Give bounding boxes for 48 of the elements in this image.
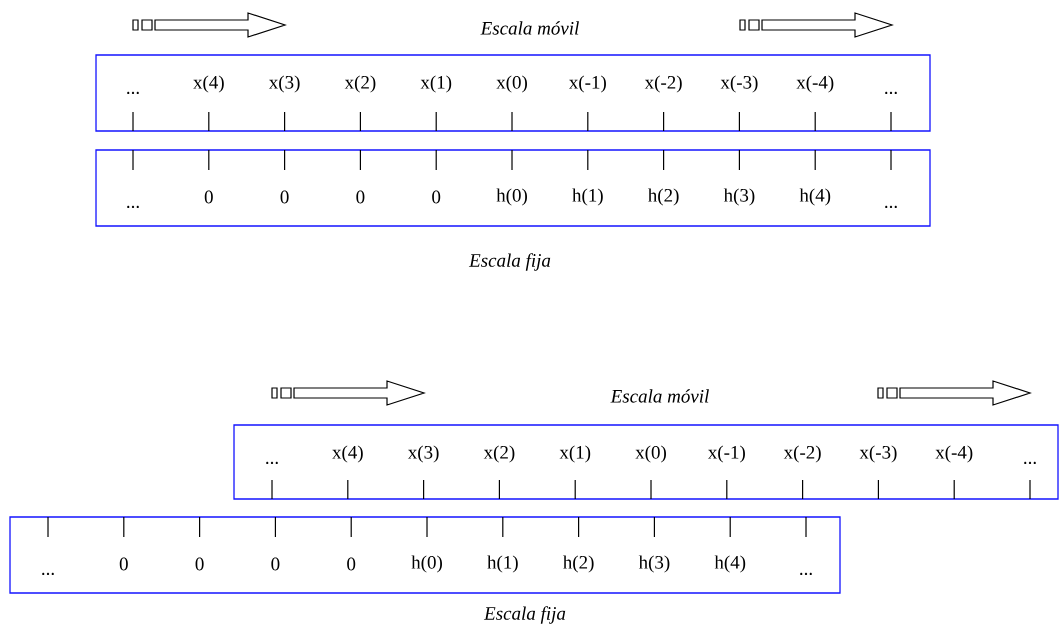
scale-value: 0 — [347, 557, 356, 571]
ellipsis: ... — [127, 91, 139, 95]
scale-value: x(0) — [635, 445, 666, 463]
scale-value: h(1) — [572, 188, 603, 206]
scale-value: h(3) — [638, 555, 670, 573]
ellipsis: ... — [885, 91, 897, 95]
scale-value: h(3) — [723, 188, 755, 206]
scale-value: 0 — [119, 557, 128, 571]
scale-value: h(2) — [562, 555, 594, 573]
scale-value: h(1) — [487, 555, 518, 573]
scale-title: Escala fija — [468, 253, 551, 271]
scale-value: x(-1) — [569, 75, 606, 93]
scale-value: 0 — [280, 190, 289, 204]
ellipsis: ... — [266, 461, 278, 465]
scale-value: x(2) — [483, 445, 515, 463]
scale-value: x(4) — [193, 75, 224, 93]
scale-value: 0 — [271, 557, 280, 571]
scale-value: x(3) — [268, 75, 300, 93]
scale-value: h(0) — [496, 188, 527, 206]
scale-value: h(0) — [411, 555, 442, 573]
scale-value: x(-4) — [935, 445, 973, 463]
scale-value: 0 — [204, 190, 213, 204]
scale-value: x(-2) — [783, 445, 821, 463]
scale-title: Escala móvil — [480, 21, 579, 35]
scale-title: Escala fija — [483, 606, 566, 624]
scale-value: x(4) — [332, 445, 363, 463]
scale-value: 0 — [195, 557, 204, 571]
scale-value: 0 — [432, 190, 441, 204]
ellipsis: ... — [42, 572, 54, 576]
scale-value: 0 — [356, 190, 365, 204]
scale-value: x(3) — [407, 445, 439, 463]
scale-value: x(0) — [496, 75, 527, 93]
scale-value: x(-2) — [644, 75, 682, 93]
scale-title: Escala móvil — [610, 389, 709, 403]
scale-value: x(-4) — [796, 75, 834, 93]
scale-value: x(-1) — [708, 445, 745, 463]
ellipsis: ... — [800, 572, 812, 576]
ellipsis: ... — [885, 205, 897, 209]
scale-value: x(1) — [559, 445, 591, 463]
scale-value: x(1) — [420, 75, 452, 93]
scale-value: h(2) — [647, 188, 679, 206]
scale-value: h(4) — [714, 555, 746, 573]
scale-value: x(2) — [344, 75, 376, 93]
ellipsis: ... — [127, 205, 139, 209]
scale-value: x(-3) — [720, 75, 758, 93]
scale-value: h(4) — [799, 188, 831, 206]
ellipsis: ... — [1024, 461, 1036, 465]
scale-value: x(-3) — [859, 445, 897, 463]
